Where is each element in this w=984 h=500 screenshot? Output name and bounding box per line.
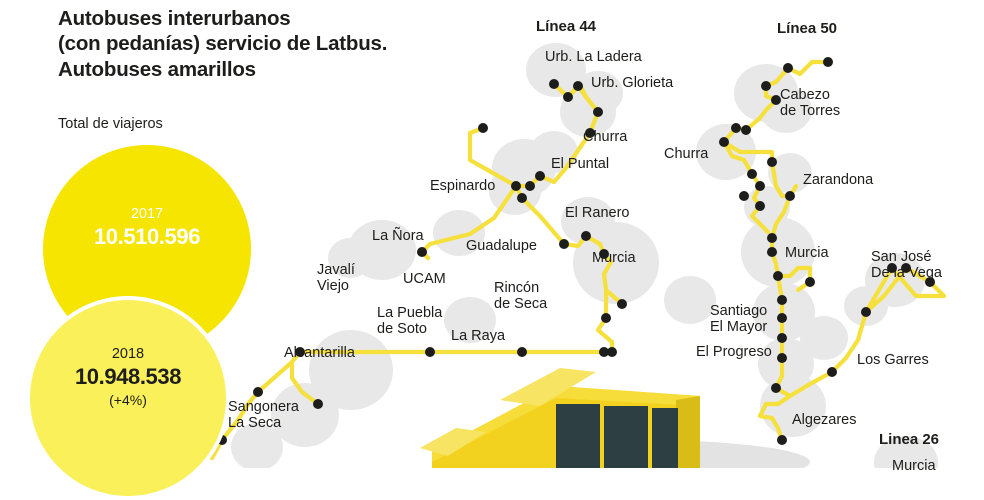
stop-label-la-puebla: La Puebla de Soto [377,305,443,338]
stop-label-los-garres: Los Garres [857,352,929,368]
stop-label-murcia-50: Murcia [785,245,829,261]
route-50-top [785,59,831,77]
route-lines [209,59,947,461]
stop-label-rincon-de-seca: Rincón de Seca [494,280,548,313]
route-murcia-down [595,287,615,355]
route-espinardo-south [513,183,567,247]
stop-label-murcia-26: Murcia [892,458,936,474]
stop-label-churra-44: Churra [583,129,628,145]
bubble-2017-value: 10.510.596 [93,224,201,249]
stop-label-sangonera: Sangonera La Seca [228,399,299,432]
page-title: Autobuses interurbanos(con pedanías) ser… [58,6,387,82]
stop-label-cabezo-torres: Cabezo de Torres [780,87,841,120]
stop-label-el-progreso: El Progreso [696,344,772,360]
route-50-garres [787,309,869,399]
stop-label-churra-50: Churra [664,146,709,162]
title-line-2: (con pedanías) servicio de Latbus. [58,32,388,56]
total-travellers-caption: Total de viajeros [58,116,163,132]
line-label-linea-50: Línea 50 [777,20,838,37]
bubble-2018-delta: (+4%) [109,392,147,408]
route-sangonera-spur [289,359,321,407]
line-label-linea-26: Linea 26 [879,431,940,448]
route-north-spur [467,125,519,189]
route-50-to-murcia [769,193,793,241]
route-espinardo-puntal [513,173,557,189]
stop-label-el-ranero: El Ranero [565,205,630,221]
stop-label-el-puntal: El Puntal [551,156,610,172]
stop-label-ucam: UCAM [403,271,446,287]
route-50-algezares [757,393,793,443]
stop-label-guadalupe: Guadalupe [466,238,537,254]
stop-dots [217,57,935,445]
bubble-2018-year: 2018 [111,346,145,362]
stop-label-santiago-mayor: Santiago El Mayor [710,303,768,336]
stop-label-la-nora: La Ñora [372,228,424,244]
stop-label-san-jose: San José De la Vega [871,249,942,282]
bubble-2018 [30,300,226,496]
line-label-linea-44: Línea 44 [536,18,597,35]
stop-label-la-raya: La Raya [451,328,506,344]
title-line-1: Autobuses interurbanos [58,7,291,30]
stop-label-algezares: Algezares [792,412,857,428]
bubble-2018-value: 10.948.538 [74,364,182,389]
stop-label-espinardo: Espinardo [430,178,496,194]
stop-label-urb-la-ladera: Urb. La Ladera [545,49,642,65]
route-murcia-spine [601,251,625,307]
bubble-2017-year: 2017 [130,206,164,222]
route-50-churra [721,125,775,165]
stop-label-urb-glorieta: Urb. Glorieta [591,75,674,91]
route-50-mid [749,183,771,235]
route-sanjose-cross [863,265,947,315]
stop-label-alcantarilla: Alcantarilla [284,345,355,361]
title-line-3: Autobuses amarillos [58,57,256,81]
stop-label-murcia-centro: Murcia [592,250,636,266]
bus-illustration [420,368,810,468]
stop-label-zarandona: Zarandona [803,172,874,188]
route-churra-puntal [551,130,593,185]
bus-network-map [209,43,947,468]
infographic-root: Autobuses interurbanos(con pedanías) ser… [30,6,947,496]
stop-label-javali-viejo: Javalí Viejo [317,262,355,295]
